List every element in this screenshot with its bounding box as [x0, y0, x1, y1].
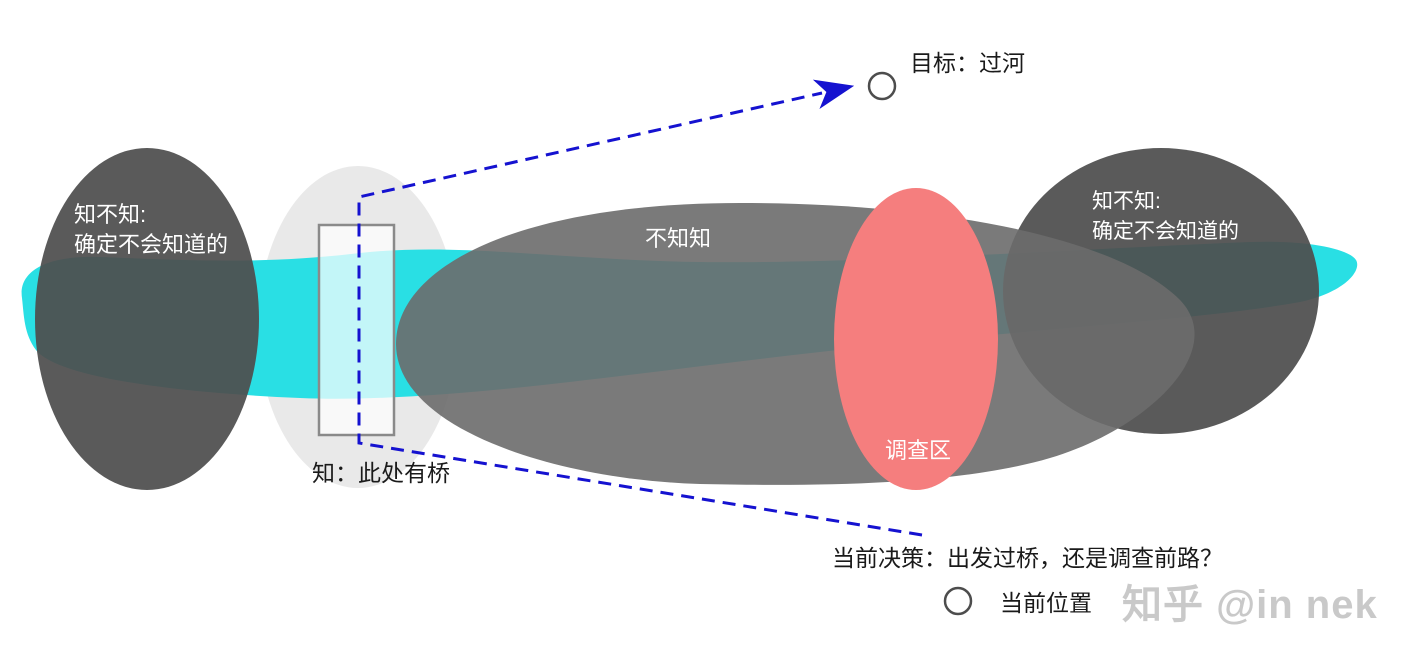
- left-known-unknown-region: [35, 148, 259, 490]
- unknown-known-region: [396, 203, 1195, 485]
- decision-label: 当前决策：出发过桥，还是调查前路？: [832, 545, 1223, 571]
- decision-path-arrow: [357, 79, 923, 537]
- goal-marker-circle: [867, 71, 897, 101]
- left-region-label-line1: 知不知:: [74, 202, 146, 227]
- bridge-label: 知：此处有桥: [312, 460, 450, 486]
- current-position-label: 当前位置: [1000, 590, 1092, 616]
- current-position-marker-circle: [943, 586, 973, 616]
- right-region-label-line2: 确定不会知道的: [1092, 220, 1239, 243]
- investigation-zone-label: 调查区: [885, 438, 951, 463]
- unknown-known-label: 不知知: [645, 226, 711, 251]
- goal-label: 目标：过河: [910, 50, 1025, 76]
- left-region-label-line2: 确定不会知道的: [74, 232, 228, 257]
- right-region-label-line1: 知不知:: [1092, 190, 1161, 213]
- bridge-rectangle: [317, 223, 396, 437]
- investigation-zone-region: [834, 188, 998, 490]
- watermark: 知乎 @in nek: [1122, 583, 1378, 627]
